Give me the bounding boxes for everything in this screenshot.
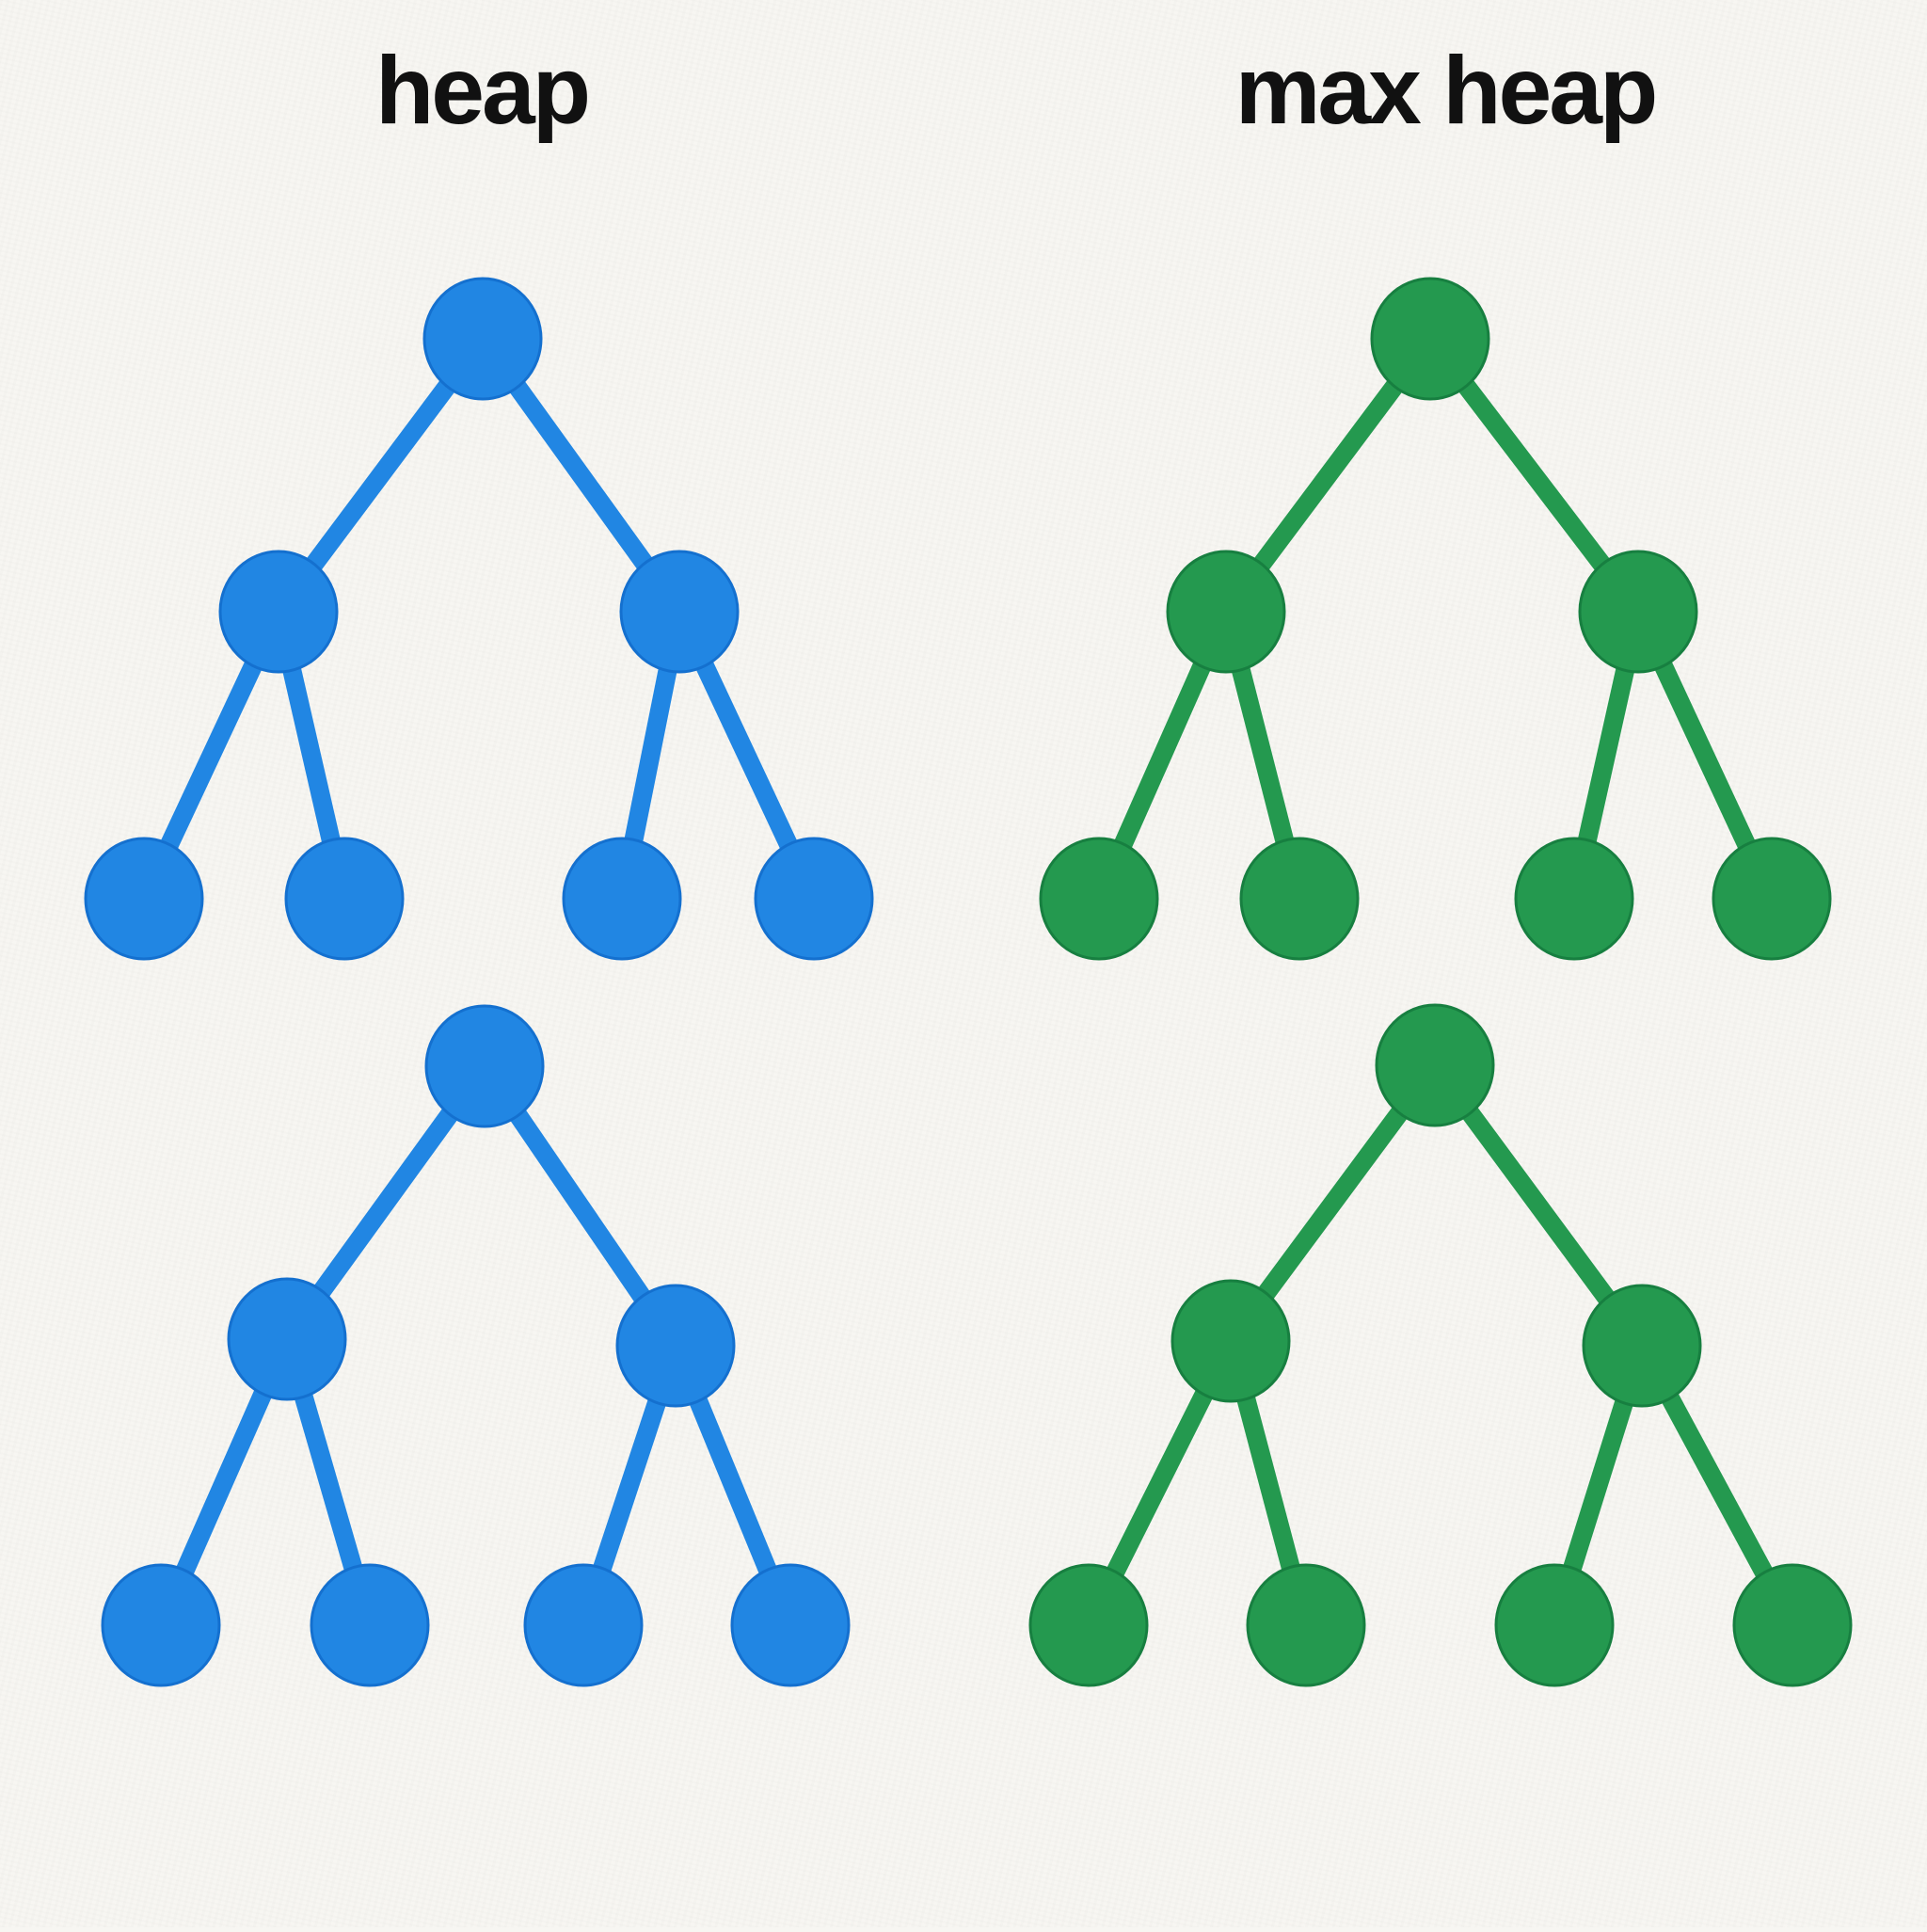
heap-tree-top-left-node-leaf-1 bbox=[84, 837, 204, 961]
max-heap-tree-top-right-node-leaf-1 bbox=[1039, 837, 1159, 961]
max-heap-tree-top-right bbox=[1039, 277, 1832, 961]
max-heap-tree-top-right-node-leaf-4 bbox=[1712, 837, 1832, 961]
heap-tree-bottom-left-node-left bbox=[227, 1277, 347, 1401]
max-heap-tree-bottom-right bbox=[1028, 1003, 1853, 1687]
max-heap-tree-top-right-node-left bbox=[1166, 550, 1286, 674]
heap-tree-top-left-node-root bbox=[422, 277, 543, 401]
heap-tree-top-left bbox=[84, 277, 874, 961]
heap-tree-bottom-left bbox=[101, 1004, 851, 1687]
max-heap-tree-top-right-node-leaf-2 bbox=[1239, 837, 1360, 961]
heap-tree-top-left-node-right bbox=[619, 550, 740, 674]
heap-tree-bottom-left-node-leaf-1 bbox=[101, 1563, 221, 1687]
heap-tree-top-left-node-leaf-4 bbox=[754, 837, 874, 961]
heap-tree-bottom-left-node-leaf-4 bbox=[730, 1563, 851, 1687]
max-heap-tree-bottom-right-node-leaf-4 bbox=[1732, 1563, 1853, 1687]
max-heap-tree-bottom-right-node-leaf-3 bbox=[1494, 1563, 1615, 1687]
max-heap-column-title: max heap bbox=[1234, 37, 1659, 144]
heap-tree-bottom-left-node-root bbox=[424, 1004, 545, 1128]
max-heap-tree-bottom-right-node-right bbox=[1582, 1284, 1702, 1408]
heap-tree-bottom-left-node-leaf-3 bbox=[523, 1563, 644, 1687]
heap-column-title: heap bbox=[374, 37, 591, 144]
heap-tree-top-left-node-left bbox=[218, 550, 339, 674]
max-heap-tree-bottom-right-node-left bbox=[1171, 1279, 1291, 1403]
heap-tree-bottom-left-node-right bbox=[615, 1284, 736, 1408]
heap-tree-top-left-node-leaf-2 bbox=[284, 837, 405, 961]
max-heap-tree-top-right-node-right bbox=[1578, 550, 1698, 674]
max-heap-tree-bottom-right-node-leaf-2 bbox=[1246, 1563, 1366, 1687]
max-heap-tree-top-right-node-leaf-3 bbox=[1514, 837, 1634, 961]
heap-tree-bottom-left-node-leaf-2 bbox=[310, 1563, 430, 1687]
max-heap-tree-top-right-node-root bbox=[1370, 277, 1490, 401]
max-heap-tree-bottom-right-node-root bbox=[1375, 1003, 1495, 1127]
heap-tree-top-left-node-leaf-3 bbox=[562, 837, 682, 961]
max-heap-tree-bottom-right-node-leaf-1 bbox=[1028, 1563, 1149, 1687]
